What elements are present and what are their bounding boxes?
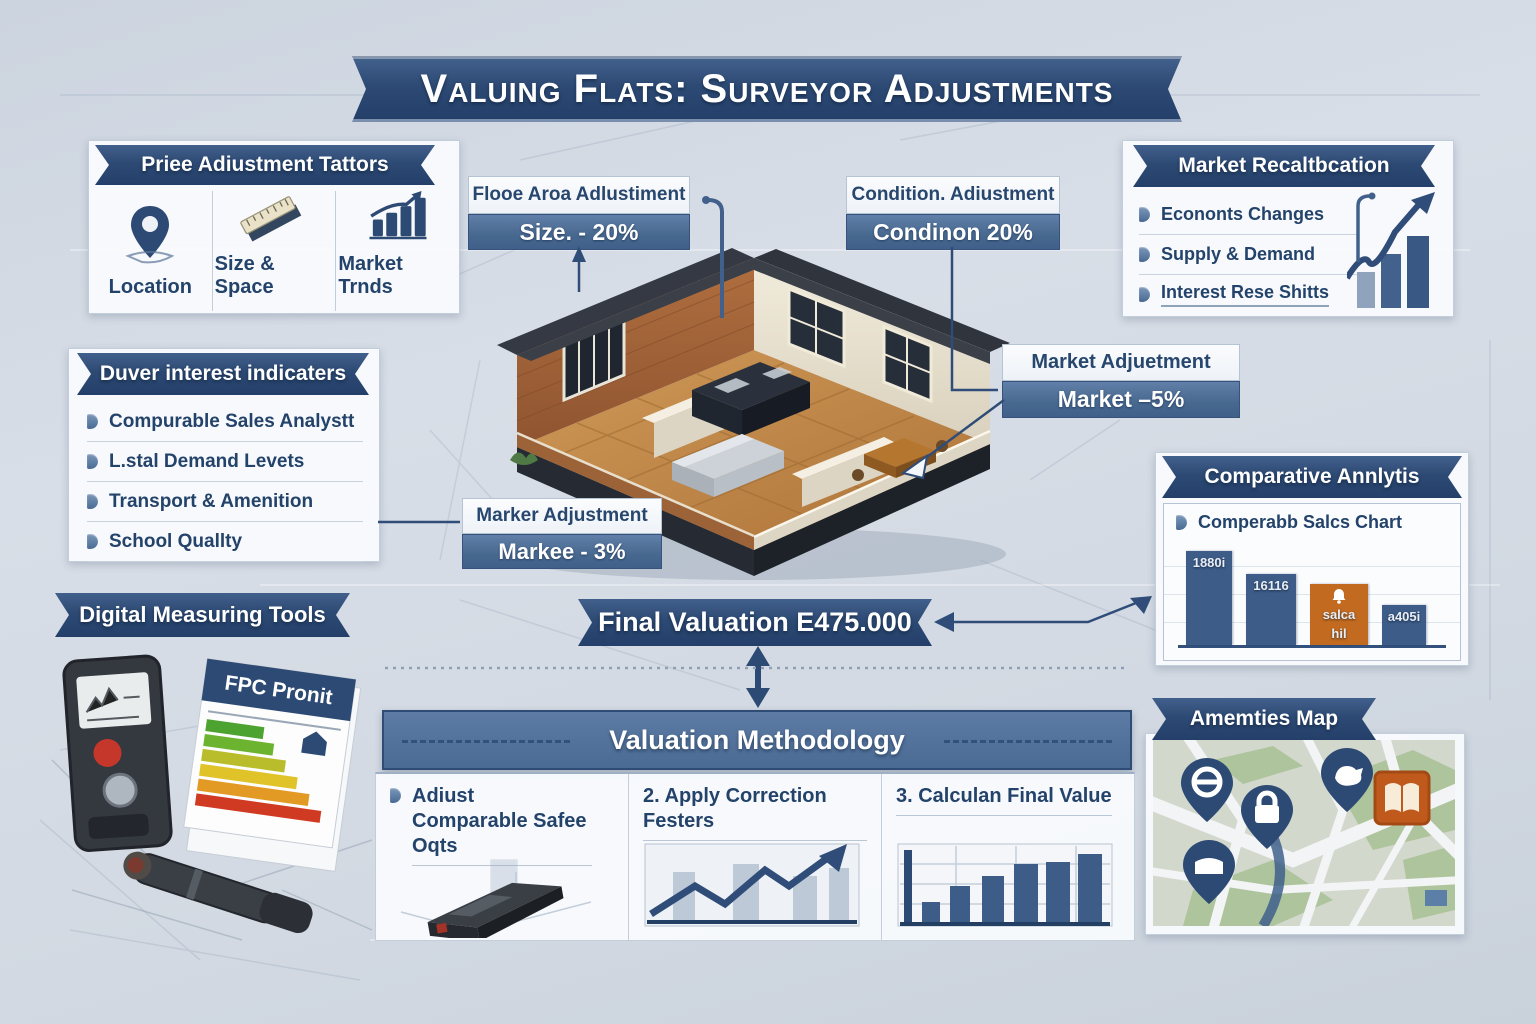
ruler-icon [240, 196, 302, 242]
market-adjustment-left-box: Marker Adjustment Markee - 3% [462, 498, 662, 569]
bullet-icon [1139, 247, 1150, 262]
bar-chart-icon [369, 191, 427, 240]
price-factors-panel: Priee Adiustment Tattors Location [88, 140, 460, 314]
buyer-item-school: School Quallty [87, 522, 363, 562]
methodology-body: Adiust Comparable Safee Oqts 2. Apply Co… [375, 772, 1135, 941]
page-title: Valuing Flats: Surveyor Adjustments [420, 66, 1114, 111]
laser-pen-tool [123, 851, 313, 934]
dashed-divider [402, 740, 570, 743]
market-adjustment-left-title: Marker Adjustment [476, 505, 648, 526]
methodology-step-2: 2. Apply Correction Festers [628, 774, 881, 940]
amenities-map [1153, 740, 1455, 926]
bullet-icon [390, 788, 401, 803]
comparative-subtitle: Comperabb Salcs Chart [1198, 512, 1403, 532]
market-adjustment-right-box: Market Adjuetment Market –5% [1002, 344, 1240, 418]
methodology-step-1: Adiust Comparable Safee Oqts [376, 774, 628, 940]
chart-bar: 16116 [1246, 574, 1296, 645]
measuring-tools-illustration: FPC Pronit [51, 654, 373, 941]
amenities-map-panel [1145, 733, 1465, 935]
final-valuation-banner: Final Valuation E475.000 [578, 599, 932, 646]
comparative-analysis-banner: Comparative Annlytis [1162, 456, 1462, 498]
recalc-item-economic: Econonts Changes [1139, 195, 1357, 235]
methodology-header: Valuation Methodology [382, 710, 1132, 770]
factor-size-space: Size & Space [211, 191, 336, 311]
dashed-divider [944, 740, 1112, 743]
floor-area-adjustment-box: Flooe Aroa Adlustiment Size. - 20% [468, 176, 690, 250]
laser-device-illustration [400, 859, 592, 938]
factor-label-size: Size & Space [214, 253, 275, 298]
amenities-map-banner: Amemties Map [1152, 698, 1376, 740]
buyer-item-transport: Transport & Amenition [87, 482, 363, 522]
digital-tools-banner: Digital Measuring Tools [55, 593, 350, 637]
bullet-icon [1139, 207, 1150, 222]
trend-chart-icon [644, 843, 860, 927]
market-recalculation-panel: Market Recaltbcation Econonts Changes Su… [1122, 140, 1454, 317]
comparable-sales-chart: 1880i 16116 salca hil a405i [1178, 544, 1446, 648]
market-adjustment-right-title: Market Adjuetment [1031, 351, 1211, 373]
buyer-interest-banner: Duver interest indicaters [77, 353, 369, 395]
recalc-item-interest: Interest Rese Shitts [1139, 275, 1357, 314]
chart-bar: 1880i [1186, 551, 1232, 645]
buyer-item-comparable: Compurable Sales Analystt [87, 402, 363, 442]
map-pin-bed-icon [1183, 840, 1235, 904]
market-adjustment-left-value: Markee - 3% [498, 538, 626, 564]
bullet-icon [1176, 515, 1187, 530]
map-pin-car-icon [1181, 758, 1233, 822]
price-factors-title: Priee Adiustment Tattors [141, 153, 389, 176]
bullet-icon [87, 414, 98, 429]
growth-chart-icon [1347, 192, 1435, 308]
chart-bar: a405i [1382, 604, 1426, 645]
buyer-item-demand: L.stal Demand Levets [87, 442, 363, 482]
map-marker-shop-icon [1373, 770, 1431, 826]
epc-report: FPC Pronit [183, 658, 362, 873]
map-pin-pet-icon [1321, 748, 1373, 812]
floor-area-title: Flooe Aroa Adlustiment [472, 184, 686, 205]
factor-label-location: Location [108, 276, 192, 298]
comparative-analysis-panel: Comparative Annlytis Comperabb Salcs Cha… [1155, 452, 1469, 666]
market-adjustment-right-value: Market –5% [1057, 386, 1185, 412]
location-pin-icon [125, 206, 175, 264]
condition-adjustment-box: Condition. Adiustment Condinon 20% [846, 176, 1060, 250]
map-pin-lock-icon [1241, 785, 1293, 849]
digital-tools-title: Digital Measuring Tools [79, 602, 326, 627]
bullet-icon [87, 454, 98, 469]
chart-bar-highlight: salca hil [1310, 584, 1368, 645]
methodology-step-3: 3. Calculan Final Value [881, 774, 1134, 940]
bell-icon [1332, 589, 1346, 605]
laser-measure-device [62, 654, 173, 852]
bullet-icon [87, 494, 98, 509]
buyer-interest-panel: Duver interest indicaters Compurable Sal… [68, 348, 380, 562]
buyer-interest-title: Duver interest indicaters [99, 362, 347, 385]
final-valuation-title: Final Valuation E475.000 [598, 607, 912, 637]
condition-value: Condinon 20% [873, 218, 1033, 245]
bullet-icon [1139, 287, 1150, 302]
factor-label-trends: Market Trnds [338, 253, 403, 298]
recalc-item-supply: Supply & Demand [1139, 235, 1357, 275]
market-recalculation-title: Market Recaltbcation [1178, 154, 1390, 177]
floor-area-value: Size. - 20% [519, 218, 639, 245]
amenities-map-title: Amemties Map [1189, 707, 1339, 730]
factor-market-trends: Market Trnds [335, 191, 459, 311]
condition-title: Condition. Adiustment [851, 184, 1055, 205]
title-banner: Valuing Flats: Surveyor Adjustments [352, 56, 1182, 122]
bullet-icon [87, 534, 98, 549]
final-value-bar-chart-icon [897, 843, 1113, 927]
factor-location: Location [89, 191, 212, 311]
methodology-title: Valuation Methodology [609, 724, 905, 755]
price-factors-banner: Priee Adiustment Tattors [95, 145, 435, 185]
comparative-analysis-title: Comparative Annlytis [1204, 465, 1420, 488]
market-recalculation-banner: Market Recaltbcation [1133, 145, 1435, 187]
